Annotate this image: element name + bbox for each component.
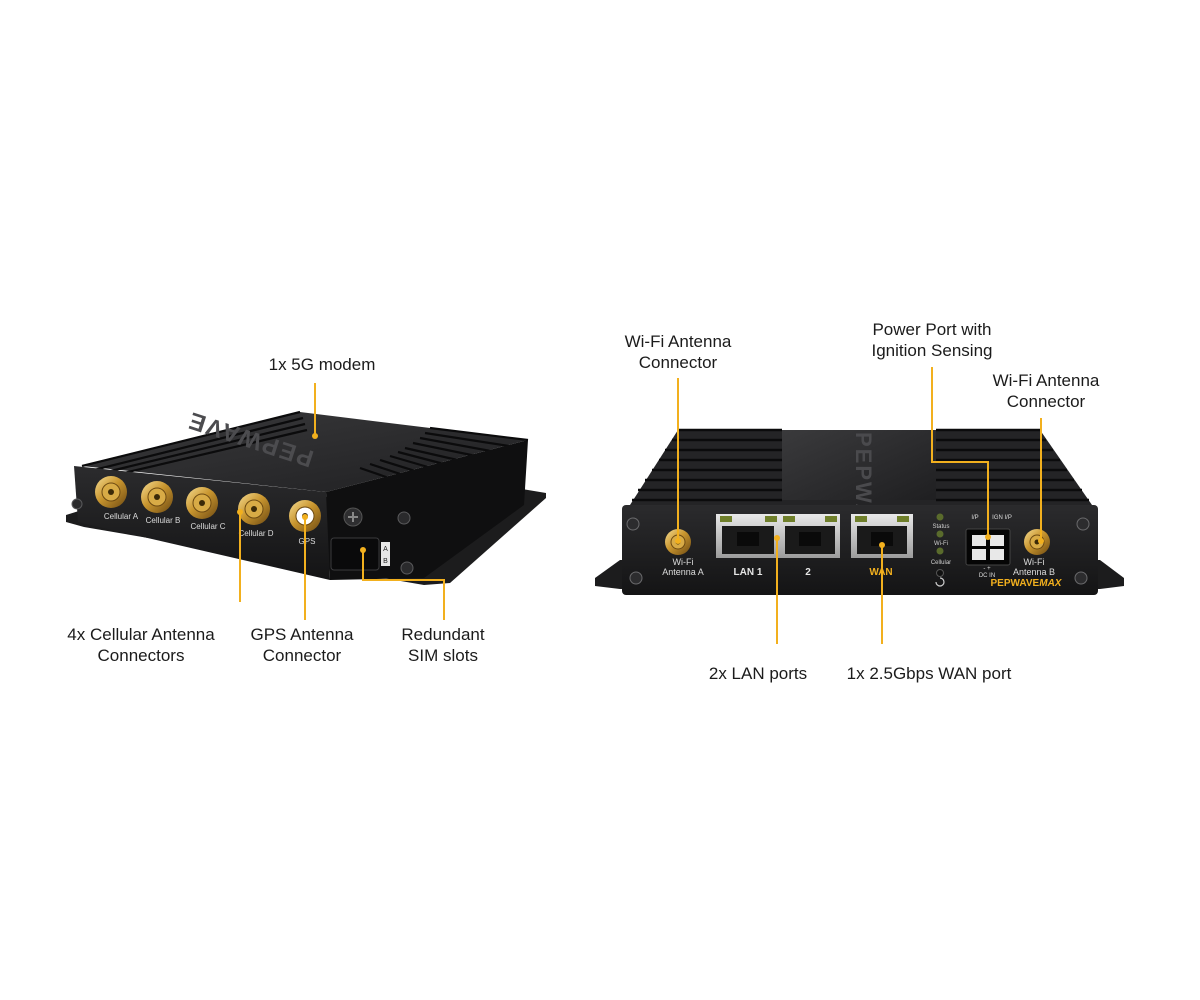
- led-label-status: Status: [932, 524, 949, 530]
- callout-power-line2: Ignition Sensing: [871, 341, 993, 360]
- screw-icon: [343, 507, 363, 527]
- sma-connector-cellular-b-icon: [141, 481, 173, 513]
- reset-button-icon: [935, 569, 945, 587]
- callout-sim-line1: Redundant: [401, 625, 485, 644]
- port-label-gps: GPS: [299, 537, 316, 546]
- callout-sim-line2: SIM slots: [408, 646, 478, 665]
- lan-2-label: 2: [805, 567, 811, 578]
- led-label-cellular: Cellular: [931, 560, 951, 566]
- callout-wifi-a-line2: Connector: [638, 353, 718, 372]
- callout-lan-ports: 2x LAN ports: [700, 663, 816, 684]
- sim-slot-icon: [330, 537, 390, 571]
- right-router: PEPWAVE Wi-Fi Antenna A LAN 1 2: [595, 428, 1124, 595]
- wifi-b-label-line1: Wi-Fi: [1024, 557, 1045, 567]
- callout-cellular-connectors: 4x Cellular Antenna Connectors: [58, 624, 224, 666]
- callout-5g-modem: 1x 5G modem: [262, 354, 382, 375]
- callout-power-line1: Power Port with: [872, 320, 992, 339]
- callout-wifi-b-line1: Wi-Fi Antenna: [992, 371, 1100, 390]
- callout-wifi-b-line2: Connector: [1006, 392, 1086, 411]
- callout-lan-line1: 2x LAN ports: [708, 664, 808, 683]
- port-label-cellular-a: Cellular A: [104, 512, 139, 521]
- sma-connector-cellular-c-icon: [186, 487, 218, 519]
- sim-label-a: A: [383, 546, 388, 553]
- callout-power-port: Power Port with Ignition Sensing: [862, 319, 1002, 361]
- heat-sink-fins-right: [632, 428, 1089, 502]
- wifi-a-label-line2: Antenna A: [662, 567, 704, 577]
- power-label-ign: IGN I/P: [992, 515, 1012, 521]
- callout-gps-connector: GPS Antenna Connector: [242, 624, 362, 666]
- flange-screw-icon: [71, 498, 414, 575]
- callout-wifi-antenna-b: Wi-Fi Antenna Connector: [984, 370, 1108, 412]
- callout-cellular-line2: Connectors: [97, 646, 185, 665]
- port-label-cellular-b: Cellular B: [146, 516, 181, 525]
- logo-word: PEPWAVE: [991, 578, 1040, 589]
- status-led-icon: [936, 513, 944, 555]
- sma-connector-cellular-a-icon: [95, 476, 127, 508]
- callout-wan-line1: 1x 2.5Gbps WAN port: [846, 664, 1012, 683]
- port-label-cellular-c: Cellular C: [190, 522, 225, 531]
- lan-port-1-icon: [716, 514, 780, 558]
- port-label-cellular-d: Cellular D: [238, 529, 273, 538]
- wifi-antenna-b-connector-icon: [1024, 529, 1050, 555]
- callout-leader-lines: [239, 367, 1042, 644]
- power-label-polarity: - +: [983, 566, 991, 572]
- panel-screw-icon: [626, 517, 1090, 585]
- callout-cellular-line1: 4x Cellular Antenna: [67, 625, 215, 644]
- lan-port-2-icon: [780, 514, 840, 558]
- power-label-dcin: DC IN: [979, 573, 995, 579]
- callout-gps-line2: Connector: [262, 646, 342, 665]
- sma-connector-cellular-d-icon: [238, 493, 270, 525]
- sim-label-b: B: [383, 558, 388, 565]
- callout-sim-slots: Redundant SIM slots: [390, 624, 496, 666]
- callout-5g-modem-line1: 1x 5G modem: [268, 355, 376, 374]
- logo-suffix: MAX: [1039, 578, 1063, 589]
- wifi-a-label-line1: Wi-Fi: [673, 557, 694, 567]
- leader-endpoints: [237, 433, 1044, 553]
- callout-wifi-a-line1: Wi-Fi Antenna: [624, 332, 732, 351]
- callout-wifi-antenna-a: Wi-Fi Antenna Connector: [616, 331, 740, 373]
- power-label-ip: I/P: [971, 515, 978, 521]
- power-port-icon: [965, 528, 1011, 566]
- leader-sim: [362, 550, 445, 620]
- leader-power: [931, 367, 989, 537]
- lan-1-label: LAN 1: [734, 567, 763, 578]
- wifi-b-label-line2: Antenna B: [1013, 567, 1055, 577]
- left-router: PEPWAVE Cellular A Cellular B Cellular C…: [66, 406, 546, 585]
- pepwave-max-logo: PEPWAVEMAX: [991, 578, 1063, 589]
- led-label-wifi: Wi-Fi: [934, 541, 948, 547]
- callout-gps-line1: GPS Antenna: [250, 625, 354, 644]
- callout-wan-port: 1x 2.5Gbps WAN port: [836, 663, 1022, 684]
